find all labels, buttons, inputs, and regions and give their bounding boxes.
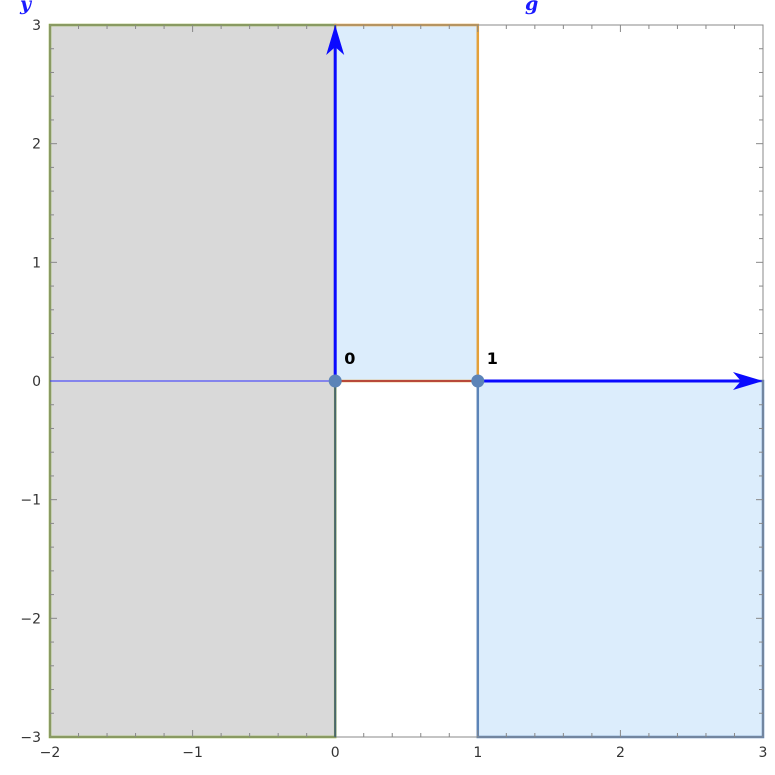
region-orange-rect <box>333 23 480 383</box>
arrow-right-head <box>733 372 763 390</box>
region-blue-rect <box>476 379 765 739</box>
y-tick-label: 0 <box>32 374 41 390</box>
y-tick-label: −2 <box>20 611 41 627</box>
y-tick-label: 1 <box>32 255 41 271</box>
y-tick-label: −1 <box>20 493 41 509</box>
point-label-1: 1 <box>487 349 498 368</box>
arrows-layer <box>326 25 763 390</box>
x-tick-label: −2 <box>40 745 61 761</box>
x-tick-label: 3 <box>759 745 768 761</box>
x-tick-label: −1 <box>182 745 203 761</box>
x-tick-label: 1 <box>473 745 482 761</box>
y-tick-label: 3 <box>32 18 41 34</box>
x-tick-label: 0 <box>331 745 340 761</box>
title-left-fragment: y <box>19 0 33 15</box>
title-right-fragment: g <box>525 0 538 15</box>
title-group: y g <box>19 0 538 15</box>
x-tick-label: 2 <box>616 745 625 761</box>
point-0 <box>328 374 342 388</box>
point-label-0: 0 <box>344 349 355 368</box>
point-1 <box>471 374 485 388</box>
y-tick-label: 2 <box>32 137 41 153</box>
arrow-up-head <box>326 25 345 55</box>
y-tick-label: −3 <box>20 730 41 746</box>
